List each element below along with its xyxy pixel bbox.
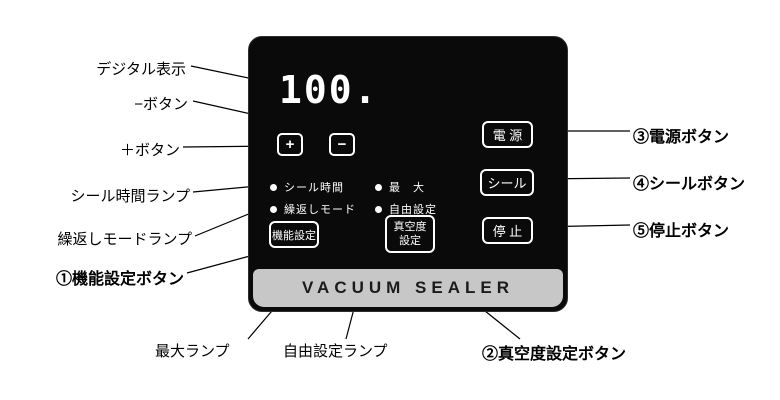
seal-time-lamp-label: シール時間 [284, 182, 344, 194]
vacuum-setting-button-line1: 真空度 [393, 220, 427, 233]
free-setting-lamp: 自由設定 [375, 201, 437, 217]
callout-seal-button: ④シールボタン [633, 176, 746, 193]
callout-free-lamp: 自由設定ランプ [283, 343, 388, 360]
lamp-dot-icon [270, 205, 277, 213]
vacuum-setting-button[interactable]: 真空度 設定 [385, 215, 435, 253]
repeat-mode-lamp-label: 繰返しモード [284, 204, 356, 216]
lamp-dot-icon [375, 183, 382, 191]
stop-button[interactable]: 停 止 [482, 217, 533, 244]
vacuum-setting-button-line2: 設定 [399, 235, 421, 247]
lamp-dot-icon [375, 205, 382, 213]
repeat-mode-lamp: 繰返しモード [270, 201, 356, 217]
free-setting-lamp-label: 自由設定 [389, 204, 437, 216]
max-lamp-label: 最 大 [389, 182, 425, 194]
callout-max-lamp: 最大ランプ [155, 343, 230, 360]
max-lamp: 最 大 [375, 179, 425, 195]
callout-vacuum-button: ②真空度設定ボタン [482, 346, 627, 363]
callout-minus-button: −ボタン [134, 96, 188, 113]
callout-stop-button: ⑤停止ボタン [633, 223, 730, 240]
callout-seal-time-lamp: シール時間ランプ [70, 188, 190, 205]
control-panel: 100. + − シール時間 繰返しモード 最 大 自由設定 機能設定 真空度 … [248, 36, 568, 312]
callout-repeat-mode-lamp: 繰返しモードランプ [57, 231, 192, 248]
plus-button[interactable]: + [277, 133, 303, 156]
power-button[interactable]: 電 源 [482, 121, 533, 148]
function-setting-button[interactable]: 機能設定 [269, 221, 319, 248]
brand-band: VACUUM SEALER [253, 269, 563, 307]
brand-text: VACUUM SEALER [301, 278, 515, 297]
digital-display: 100. [279, 68, 379, 112]
minus-button[interactable]: − [329, 133, 355, 156]
seal-button[interactable]: シール [480, 169, 534, 196]
callout-power-button: ③電源ボタン [633, 129, 730, 146]
callout-digital-display: デジタル表示 [96, 61, 186, 78]
callout-plus-button: ＋ボタン [119, 142, 180, 159]
seal-time-lamp: シール時間 [270, 179, 344, 195]
callout-function-button: ①機能設定ボタン [55, 271, 184, 288]
lamp-dot-icon [270, 183, 277, 191]
